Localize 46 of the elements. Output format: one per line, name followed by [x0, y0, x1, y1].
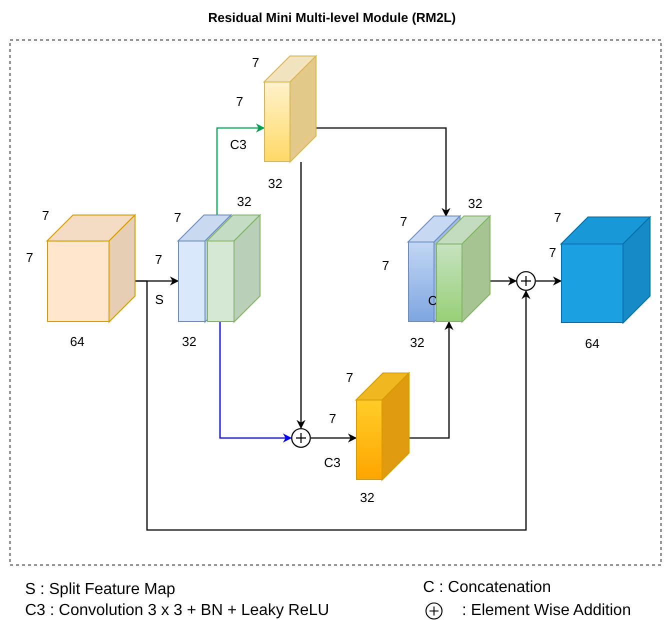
dimension-label: 7: [42, 208, 50, 223]
legend-text: C3 : Convolution 3 x 3 + BN + Leaky ReLU: [25, 601, 330, 620]
dimension-label: 32: [268, 176, 282, 191]
dimension-label: 7: [329, 411, 336, 426]
feature-map-cube: [207, 215, 260, 322]
arrow: [490, 276, 517, 286]
dimension-label: 7: [174, 210, 182, 225]
dimension-label: 32: [468, 196, 482, 211]
dimension-label: 64: [585, 336, 600, 351]
dimension-label: 7: [400, 214, 408, 229]
arrow: [216, 124, 265, 215]
feature-map-cube: [264, 56, 316, 162]
dimension-label: 7: [236, 94, 244, 109]
dimension-label: 7: [155, 252, 162, 267]
legend-text: S : Split Feature Map: [25, 580, 176, 599]
dimension-label: 32: [410, 335, 424, 350]
feature-map-cube: [47, 215, 135, 322]
dimension-label: 7: [554, 210, 562, 225]
legend-text: C : Concatenation: [423, 578, 552, 597]
dimension-label: 32: [237, 194, 252, 209]
edge-label: C3: [230, 137, 247, 152]
arrow: [316, 127, 450, 217]
dimension-label: 7: [549, 245, 556, 260]
legend-text: : Element Wise Addition: [462, 601, 631, 620]
arrow: [311, 434, 357, 442]
arrow: [296, 162, 306, 429]
dimension-label: 7: [252, 55, 260, 70]
addition-symbol: [516, 271, 536, 291]
addition-symbol: [291, 428, 311, 448]
feature-map-cube: [356, 373, 409, 480]
feature-map-cube: [561, 217, 650, 323]
dimension-label: 64: [70, 334, 84, 349]
edge-label: C3: [324, 455, 341, 470]
arrow: [135, 280, 530, 531]
arrow: [409, 321, 454, 439]
arrow: [536, 276, 562, 286]
dimension-label: 32: [182, 334, 196, 349]
dimension-label: 7: [346, 370, 354, 385]
diagram-title: Residual Mini Multi-level Module (RM2L): [208, 10, 456, 25]
arrow: [219, 322, 292, 442]
feature-map-cube: [436, 216, 490, 322]
edge-label: S: [155, 292, 164, 307]
dimension-label: 7: [382, 258, 390, 273]
dimension-label: 32: [360, 490, 374, 505]
dimension-label: C: [428, 293, 438, 308]
dimension-label: 7: [26, 250, 34, 265]
